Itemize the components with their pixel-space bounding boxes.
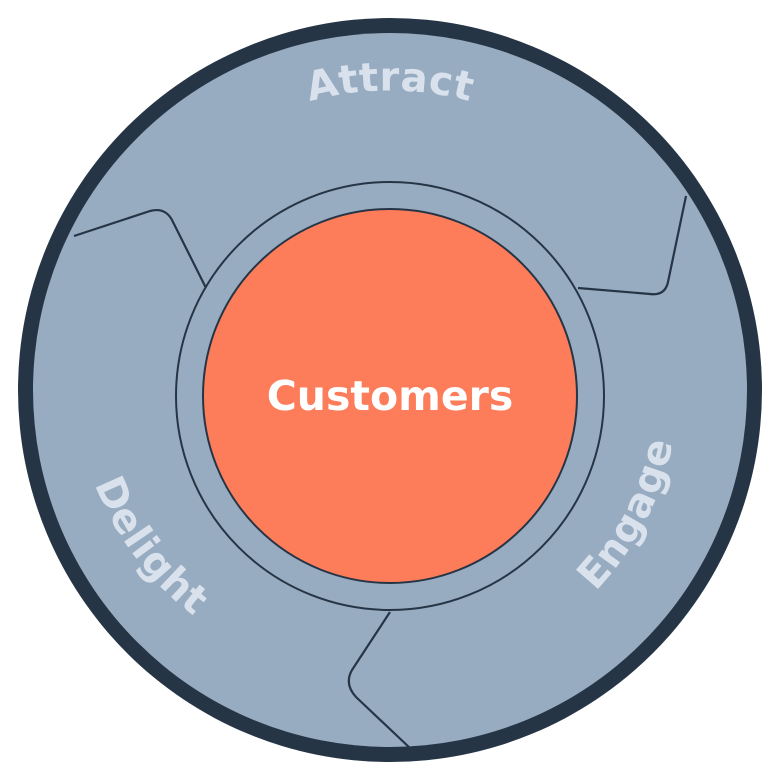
divider-attract-engage [577, 195, 688, 296]
divider-attract-delight [73, 208, 207, 289]
divider-engage-delight [347, 611, 412, 750]
core-circle [202, 208, 578, 584]
center-label: Customers [267, 372, 514, 420]
